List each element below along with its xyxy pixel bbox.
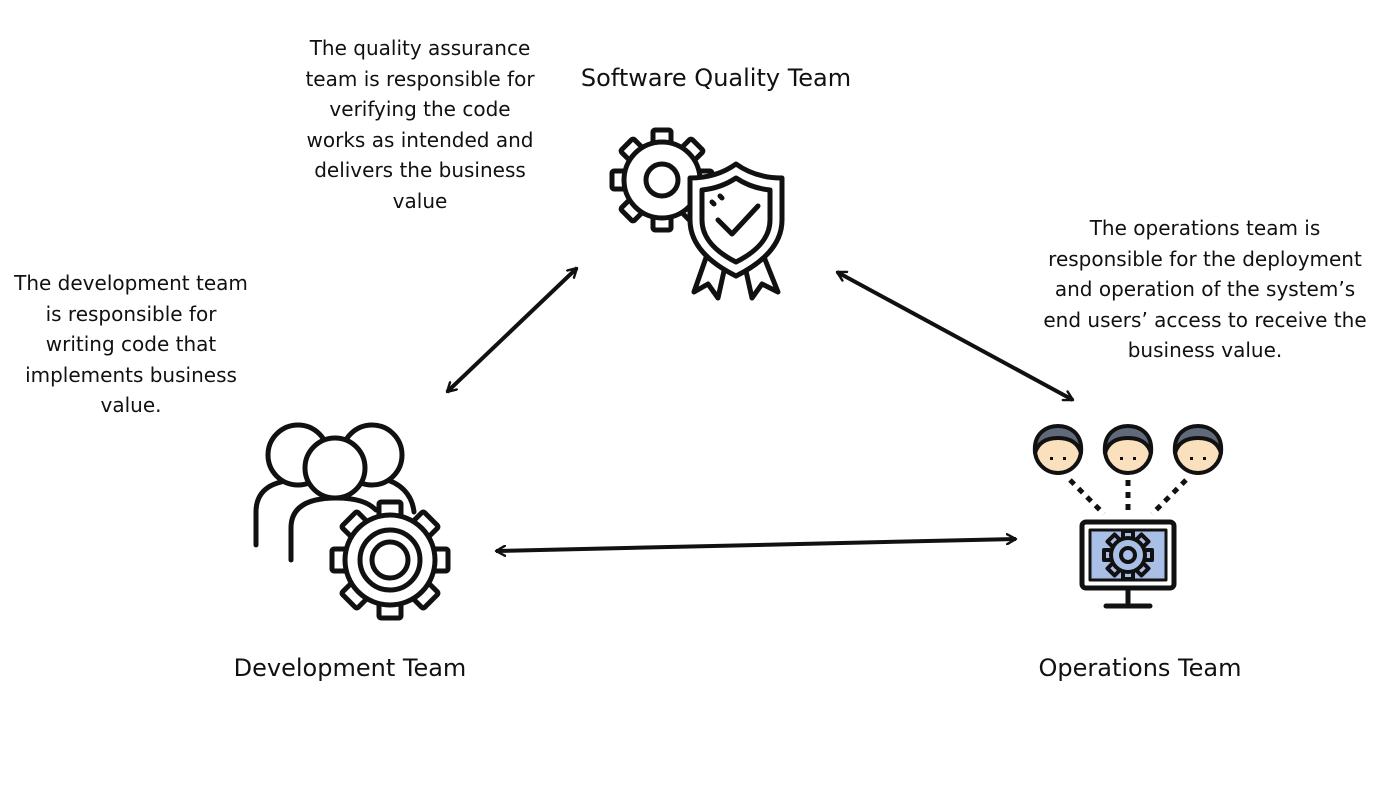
- development-team-label: Development Team: [233, 654, 467, 682]
- team-with-gear-icon: [253, 422, 451, 621]
- quality-team-label: Software Quality Team: [580, 64, 852, 92]
- gear-and-shield-icon: [609, 127, 785, 301]
- operations-team-description: The operations team is responsible for t…: [1043, 216, 1367, 362]
- arrow-quality-operations: [837, 270, 1073, 402]
- arrow-development-quality: [445, 266, 579, 394]
- development-team-description: The development team is responsible for …: [14, 271, 248, 417]
- arrow-development-operations: [496, 539, 1016, 551]
- quality-team-description: The quality assurance team is responsibl…: [305, 36, 535, 213]
- users-connected-to-monitor-icon: [1032, 424, 1224, 609]
- operations-team-label: Operations Team: [1038, 654, 1242, 682]
